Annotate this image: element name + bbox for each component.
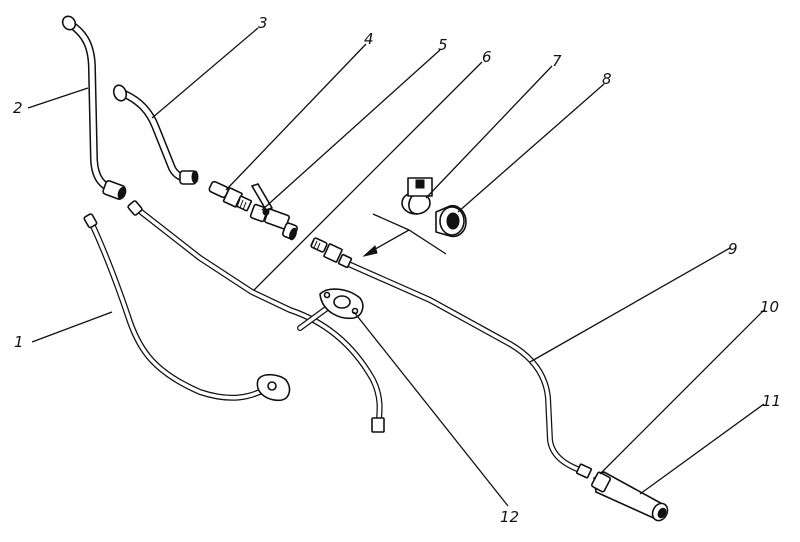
- leader-1: [31, 311, 113, 343]
- callout-labels: 1 2 3 4 5 6 7 8 9 10 11 12: [13, 14, 781, 526]
- leader-8: [457, 83, 605, 213]
- callout-2: 2: [13, 99, 23, 117]
- part-12-flange: [319, 288, 364, 320]
- part-7-clamp: [401, 177, 433, 215]
- leader-lines: [27, 27, 765, 507]
- callout-7: 7: [552, 52, 562, 70]
- leader-11: [639, 403, 765, 495]
- callout-8: 8: [602, 70, 612, 88]
- callout-9: 9: [728, 240, 738, 258]
- callout-11: 11: [762, 392, 781, 410]
- leader-10: [599, 309, 765, 475]
- callout-1: 1: [14, 333, 24, 351]
- part-3-bent-tube: [112, 84, 199, 185]
- part-4-union-nipple: [208, 180, 253, 212]
- callout-6: 6: [482, 48, 492, 66]
- leader-2: [27, 87, 89, 109]
- leader-6: [253, 61, 483, 291]
- callout-10: 10: [760, 298, 779, 316]
- leader-7: [425, 65, 553, 199]
- leader-5: [261, 49, 441, 211]
- part-5-valve-cock: [249, 183, 298, 241]
- callout-12: 12: [500, 508, 519, 526]
- part-8-sleeve: [435, 204, 467, 238]
- leader-12: [353, 311, 509, 507]
- part-2-bent-tube: [61, 15, 127, 200]
- callout-3: 3: [258, 14, 268, 32]
- part-9-long-tube: [310, 237, 593, 479]
- assembly-indicator: [362, 213, 447, 257]
- part-10-11-sleeve-and-nut: [590, 471, 669, 522]
- leader-3: [151, 27, 259, 119]
- part-6-long-tube: [127, 200, 385, 433]
- part-1-tube-with-flange: [83, 213, 291, 402]
- leader-4: [225, 43, 367, 191]
- callout-5: 5: [438, 36, 448, 54]
- leader-9: [529, 247, 731, 363]
- callout-4: 4: [364, 30, 374, 48]
